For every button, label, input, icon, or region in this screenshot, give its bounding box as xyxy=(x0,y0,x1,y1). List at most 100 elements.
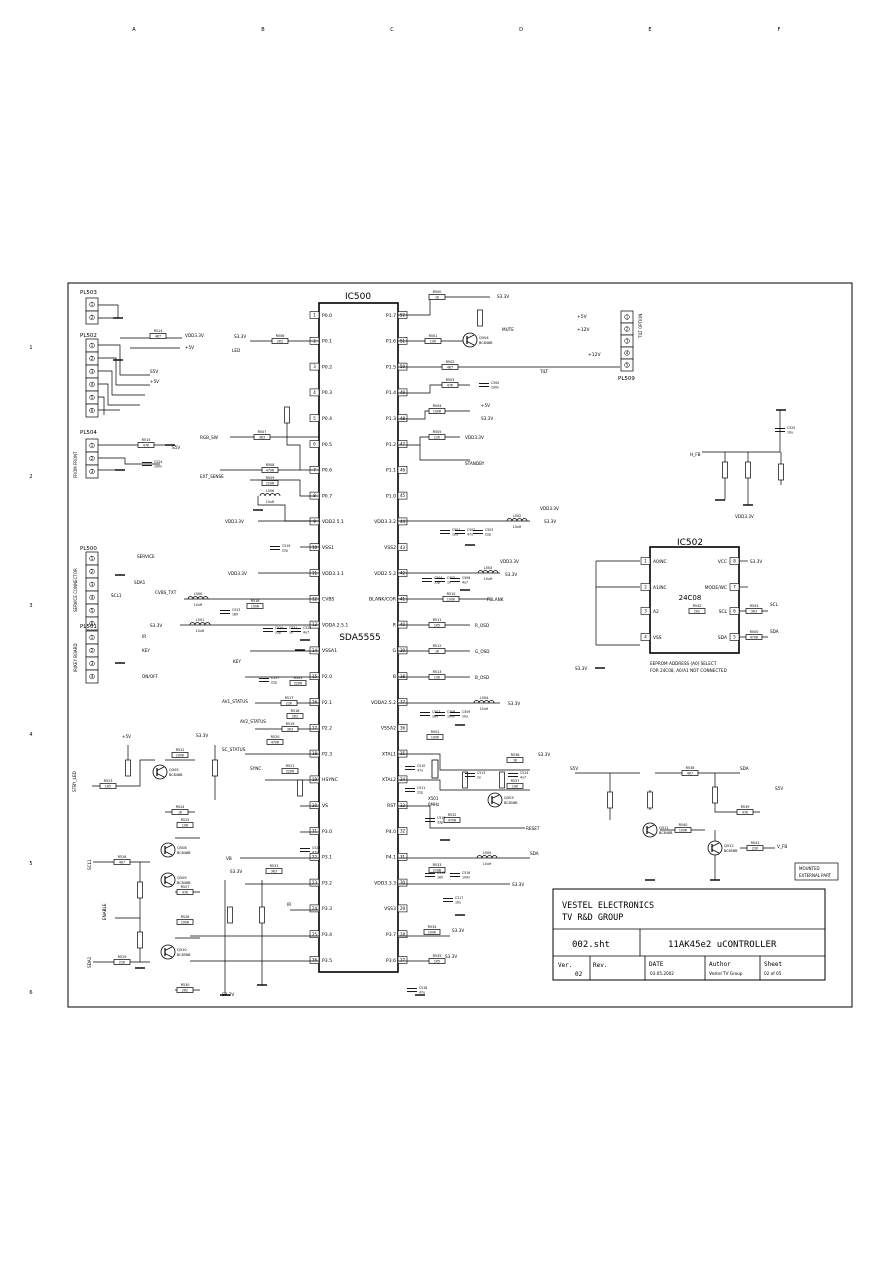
pin-box xyxy=(309,930,320,939)
resistor-ref: R532 xyxy=(448,813,457,817)
capacitor-ref: C524 xyxy=(154,460,162,464)
note-line-1: MOUNTED xyxy=(799,866,820,871)
resistor-ref: R538 xyxy=(686,766,695,770)
net-label: AV1_STATUS xyxy=(222,699,248,704)
resistor-value: 100K xyxy=(431,735,440,739)
transistor-ref: Q510 xyxy=(177,948,187,952)
resistor xyxy=(607,791,613,809)
transistor-type: BC858B xyxy=(724,849,738,853)
net-label: CVBS_TXT xyxy=(155,590,177,595)
pl500-side-label: SERVICE CONNECTOR xyxy=(73,568,78,612)
capacitor-value: 100n xyxy=(462,876,470,880)
net-label: SCL1 xyxy=(87,859,92,870)
inductor-value: 10uH xyxy=(266,500,275,504)
net-label: +5V xyxy=(122,734,131,739)
resistor-value: 220R xyxy=(433,868,442,872)
pin-box xyxy=(729,633,740,641)
pin-hole xyxy=(624,362,630,368)
pin-number: 5 xyxy=(626,363,629,368)
pin-name: HSYNC xyxy=(322,777,338,783)
capacitor-value: 47u xyxy=(417,769,423,773)
resistor-value: 10K xyxy=(182,823,189,827)
resistor-value: 470R xyxy=(448,818,457,822)
pin-number: 5 xyxy=(313,416,316,421)
resistor xyxy=(428,648,446,654)
resistor xyxy=(176,987,194,993)
resistor-ref: R519 xyxy=(286,722,295,726)
pin-box xyxy=(397,465,408,474)
pin-number: 15 xyxy=(312,674,318,679)
capacitor-ref: C512 xyxy=(437,816,445,820)
pin-name: VDD2.5.1 xyxy=(322,519,344,525)
capacitor-value: 10u xyxy=(455,901,461,905)
resistor-ref: R534 xyxy=(428,925,437,929)
inductor-value: 10uH xyxy=(483,862,492,866)
connector-pl504: PL504 123 FROM FRONT xyxy=(73,430,99,479)
pin-box xyxy=(309,362,320,371)
capacitor-ref: C504 xyxy=(434,576,442,580)
net-label: B_OSD xyxy=(475,675,489,680)
pl501-ref: PL501 xyxy=(80,624,97,630)
transistor-body xyxy=(707,840,723,856)
resistor-value: 1K5 xyxy=(105,784,111,788)
capacitor-ref: C517 xyxy=(455,896,463,900)
resistor-value: 1K5 xyxy=(434,623,440,627)
connector-pl503: PL503 12 xyxy=(80,290,99,325)
pin-number: 2 xyxy=(91,315,94,320)
vertical-signal-labels: STBY_LED SCL1 SDA1 ENABLE xyxy=(72,771,107,968)
net-label: +5V xyxy=(185,345,194,350)
pin-name: P2.3 xyxy=(322,751,332,757)
pin-number: 43 xyxy=(400,545,406,550)
transistor-type: BC858B xyxy=(177,953,191,957)
pin-number: 16 xyxy=(312,700,318,705)
transistor-type: BC858B xyxy=(504,801,518,805)
resistor xyxy=(171,752,189,758)
resistor-value: 2K2 xyxy=(182,988,188,992)
pin-name: VDD2.5.2 xyxy=(374,571,396,577)
resistor-value: 3K3 xyxy=(271,869,277,873)
transistor-body xyxy=(642,822,658,838)
resistor-value: 4K7 xyxy=(155,334,161,338)
net-label: KEY xyxy=(142,648,150,653)
pin-name: XTAL2 xyxy=(382,777,396,783)
resistor-ref: R523 xyxy=(104,779,113,783)
capacitor-ref: C509 xyxy=(462,710,470,714)
transistor-ref: Q504 xyxy=(479,336,489,340)
resistor-ref: R503 xyxy=(446,378,455,382)
resistor xyxy=(137,442,155,448)
resistor-ref: R516 xyxy=(251,599,260,603)
pin-box xyxy=(397,827,408,835)
resistor-ref: R515 xyxy=(142,438,151,442)
pin-number: 1 xyxy=(91,556,94,561)
resistor-value: 1K xyxy=(435,649,440,653)
net-label: S3.3V xyxy=(234,334,246,339)
pin-name: VSSA2 xyxy=(381,726,396,732)
resistor-ref: R520 xyxy=(271,735,280,739)
capacitor-ref: C519 xyxy=(282,544,290,548)
pin-name: P1.3 xyxy=(386,416,396,422)
grid-column-label: F xyxy=(778,27,781,33)
resistor-ref: R501 xyxy=(429,334,438,338)
pin-number: 3 xyxy=(313,364,316,369)
resistor-ref: R527 xyxy=(181,885,190,889)
capacitor-ref: C510 xyxy=(417,764,425,768)
net-label: VB xyxy=(226,856,232,861)
pin-name: P3.0 xyxy=(322,829,332,835)
drawing-frame xyxy=(67,282,853,1008)
transistor-emitter xyxy=(466,341,475,346)
resistor-value: 3K3 xyxy=(751,609,757,613)
crystal-body xyxy=(431,759,439,779)
resistor-ref: R507 xyxy=(258,430,267,434)
transistor-emitter xyxy=(646,831,655,836)
pin-name: P2.2 xyxy=(322,726,332,732)
pin-hole xyxy=(89,620,95,627)
pin-number: 38 xyxy=(400,674,406,679)
pin-box xyxy=(397,930,408,939)
pin-name: P2.1 xyxy=(322,700,332,706)
resistor-ref: R521 xyxy=(286,764,295,768)
inductor xyxy=(189,622,211,626)
pin-box xyxy=(309,440,320,448)
net-label: SDA xyxy=(530,851,539,856)
